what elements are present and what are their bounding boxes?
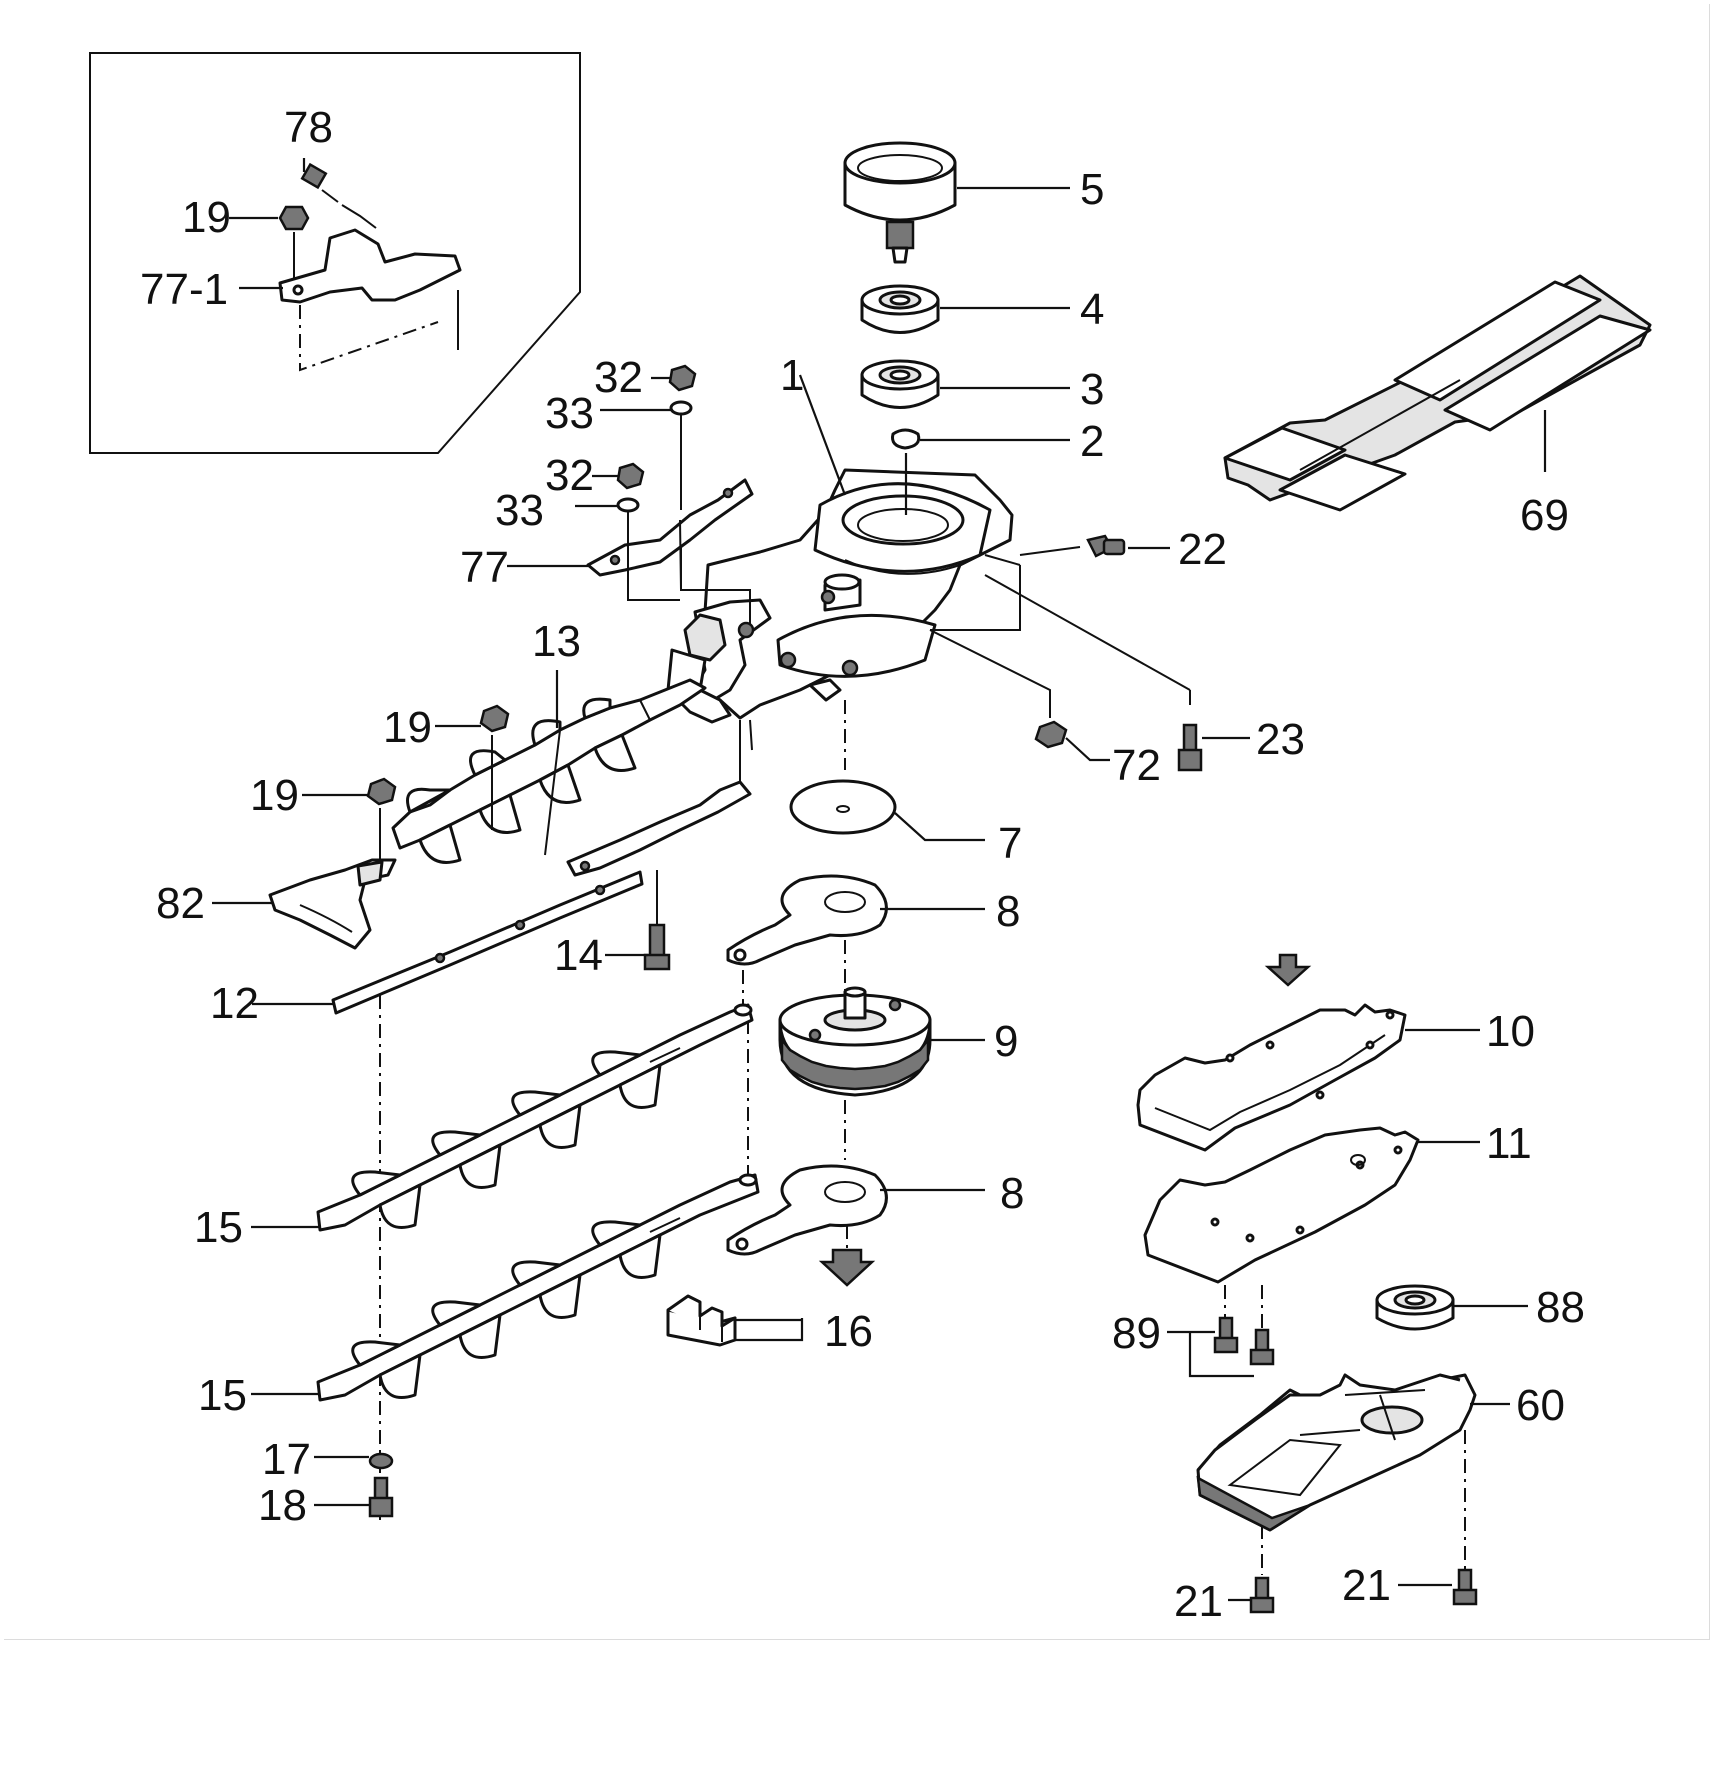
callout-33-top: 33	[545, 389, 594, 438]
callout-19-inset: 19	[182, 193, 231, 242]
screw-21-left	[1249, 1576, 1275, 1614]
nut-19-inset	[278, 205, 310, 231]
callout-69: 69	[1520, 491, 1569, 540]
callout-5: 5	[1080, 165, 1104, 214]
blade-cover-69	[1223, 274, 1652, 512]
callout-2: 2	[1080, 417, 1104, 466]
callout-14: 14	[554, 931, 603, 980]
diagram-frame	[4, 4, 1710, 1640]
washer-33-top	[669, 400, 693, 416]
clip-2	[891, 428, 921, 450]
bolt-23	[1177, 723, 1203, 772]
cover-plate-11	[1143, 1126, 1420, 1284]
bearing-3	[860, 359, 940, 409]
callout-1: 1	[780, 351, 804, 400]
callout-72: 72	[1112, 741, 1161, 790]
callout-3: 3	[1080, 365, 1104, 414]
callout-16: 16	[824, 1307, 873, 1356]
inset-detail-box	[89, 52, 581, 454]
callout-10: 10	[1486, 1007, 1535, 1056]
callout-33-mid: 33	[495, 486, 544, 535]
nut-19-b	[479, 704, 510, 733]
callout-15-upper: 15	[194, 1203, 243, 1252]
nut-32-top	[668, 364, 697, 392]
plate-7	[789, 779, 897, 835]
crank-arm-8-upper	[726, 874, 888, 966]
callout-21-left: 21	[1174, 1577, 1223, 1626]
guard-82	[268, 858, 397, 950]
nut-32-mid	[616, 462, 645, 490]
nut-72	[1034, 720, 1068, 749]
callout-32-mid: 32	[545, 451, 594, 500]
callout-32-top: 32	[594, 353, 643, 402]
cup-5	[843, 141, 957, 264]
callout-17: 17	[262, 1435, 311, 1484]
callout-22: 22	[1178, 525, 1227, 574]
blade-13	[391, 678, 707, 864]
callout-15-lower: 15	[198, 1371, 247, 1420]
blade-15-lower	[316, 1173, 760, 1402]
gear-housing-1	[666, 468, 1014, 724]
blade-15-upper	[316, 1003, 754, 1232]
gear-9	[778, 986, 932, 1097]
callout-13: 13	[532, 617, 581, 666]
callout-23: 23	[1256, 715, 1305, 764]
callout-12: 12	[210, 979, 259, 1028]
screw-21-right	[1452, 1568, 1478, 1606]
spacer-plate	[566, 780, 752, 877]
callout-82: 82	[156, 879, 205, 928]
bearing-88	[1375, 1284, 1455, 1331]
callout-21-right: 21	[1342, 1561, 1391, 1610]
callout-7: 7	[998, 819, 1022, 868]
nut-19-c	[366, 777, 397, 806]
screw-78	[300, 162, 339, 203]
washer-17	[368, 1452, 394, 1470]
screw-89-right	[1249, 1328, 1275, 1366]
callout-19-c: 19	[250, 771, 299, 820]
callout-89: 89	[1112, 1309, 1161, 1358]
callout-60: 60	[1516, 1381, 1565, 1430]
bracket-77-1	[278, 228, 462, 304]
guide-bar-12	[331, 870, 644, 1015]
callout-78: 78	[284, 103, 333, 152]
arrow-down-right	[1264, 953, 1312, 987]
arrow-down-mid	[818, 1248, 876, 1287]
callout-19-b: 19	[383, 703, 432, 752]
crank-arm-8-lower	[726, 1164, 888, 1256]
callout-4: 4	[1080, 285, 1104, 334]
callout-11: 11	[1486, 1119, 1532, 1168]
gasket-10	[1136, 1003, 1407, 1152]
washer-33-mid	[616, 497, 640, 513]
callout-8-upper: 8	[996, 887, 1020, 936]
callout-77-1: 77-1	[140, 265, 228, 314]
bolt-18	[368, 1476, 394, 1518]
lower-housing-60	[1196, 1373, 1477, 1532]
callout-88: 88	[1536, 1283, 1585, 1332]
block-16	[666, 1294, 737, 1347]
bearing-4	[860, 284, 940, 334]
callout-labels: 78 19 77-1 5 4 3 2 1 32 33 32 33 77 22 6…	[140, 103, 1585, 1626]
screw-14	[643, 870, 671, 971]
grease-fitting-22	[1086, 534, 1126, 558]
callout-18: 18	[258, 1481, 307, 1530]
callout-77: 77	[460, 543, 509, 592]
screw-89-left	[1213, 1316, 1239, 1354]
leader-lines	[212, 158, 1547, 1602]
callout-8-lower: 8	[1000, 1169, 1024, 1218]
callout-9: 9	[994, 1017, 1018, 1066]
